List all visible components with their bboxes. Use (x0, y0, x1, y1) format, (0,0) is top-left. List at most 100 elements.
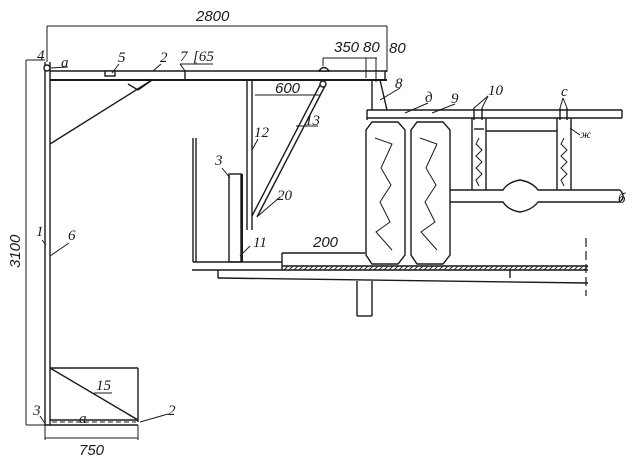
hatch-line (453, 265, 459, 271)
hatch-line (348, 265, 354, 271)
label-12: 12 (254, 125, 270, 141)
hatch-line (458, 265, 464, 271)
hatch-line (448, 265, 454, 271)
hatch-line (293, 265, 299, 271)
brace-13 (251, 80, 327, 218)
hatch-line (553, 265, 559, 271)
label-3-left: 3 (32, 403, 41, 419)
hatch-line (548, 265, 554, 271)
hatch-line (463, 265, 469, 271)
label-9: 9 (451, 91, 459, 107)
upper-rail (366, 79, 623, 120)
hatch-line (483, 265, 489, 271)
hatch-line (438, 265, 444, 271)
label-6: 6 (68, 228, 76, 244)
hatch-line (468, 265, 474, 271)
label-7: 7 (180, 49, 189, 65)
dimension-2800: 2800 (46, 8, 388, 72)
hatch-line (283, 265, 289, 271)
hatch-line (413, 265, 419, 271)
hatch-line (433, 265, 439, 271)
label-b: б (618, 191, 626, 207)
hatch-line (508, 265, 514, 271)
top-hinge (317, 66, 331, 72)
hatch-line (398, 265, 404, 271)
hatch-line (388, 265, 394, 271)
label-2-bottom: 2 (168, 403, 176, 419)
label-c: с (561, 84, 568, 100)
hatch-line (363, 265, 369, 271)
label-11: 11 (253, 235, 267, 251)
dimension-750: 750 (44, 425, 139, 459)
hatch-line (528, 265, 534, 271)
top-beam (50, 66, 387, 81)
hatch-line (378, 265, 384, 271)
dimension-80a-label: 80 (363, 39, 380, 56)
hatch-line (303, 265, 309, 271)
hinge-pin (43, 64, 51, 72)
hatch-line (578, 265, 584, 271)
hatch-line (503, 265, 509, 271)
label-1: 1 (36, 224, 44, 240)
label-10: 10 (488, 83, 504, 99)
dimension-200-label: 200 (312, 234, 339, 251)
hatch-line (428, 265, 434, 271)
label-8: 8 (395, 76, 403, 92)
hatch-line (353, 265, 359, 271)
hatch-line (288, 265, 294, 271)
hatch-line (358, 265, 364, 271)
label-20: 20 (277, 188, 293, 204)
hatch-line (523, 265, 529, 271)
dimension-600-label: 600 (275, 80, 301, 97)
bottom-frame (45, 367, 139, 426)
label-13: 13 (305, 113, 320, 129)
hatch-line (518, 265, 524, 271)
hatch-line (423, 265, 429, 271)
diagonal-strut (49, 79, 153, 145)
label-channel-65: [65 (193, 49, 214, 65)
hatch-line (473, 265, 479, 271)
bracket-5 (104, 70, 116, 77)
hatch-line (538, 265, 544, 271)
hatch-line (323, 265, 329, 271)
floor-hatching (283, 265, 589, 271)
label-3-mid: 3 (214, 153, 223, 169)
spring-hanger-left (471, 118, 487, 190)
label-d: д (425, 90, 433, 106)
hatch-line (478, 265, 484, 271)
spring-hanger-right (486, 118, 572, 190)
hatch-line (403, 265, 409, 271)
label-a-top: а (61, 55, 69, 71)
panel-3 (192, 138, 243, 263)
hatch-line (493, 265, 499, 271)
barrel-right (410, 121, 451, 265)
hatch-line (368, 265, 374, 271)
dimension-750-label: 750 (79, 442, 105, 459)
hatch-line (298, 265, 304, 271)
hatch-line (408, 265, 414, 271)
label-2-top: 2 (160, 50, 168, 66)
hatch-line (568, 265, 574, 271)
hatch-line (488, 265, 494, 271)
hatch-line (573, 265, 579, 271)
dimension-350-label: 350 (334, 39, 360, 56)
hatch-line (308, 265, 314, 271)
hatch-line (373, 265, 379, 271)
hanger-12: 600 (246, 80, 320, 230)
hatch-line (418, 265, 424, 271)
hatch-line (543, 265, 549, 271)
label-zh: ж (580, 127, 591, 141)
axle-pipe (450, 179, 624, 213)
label-a-bottom: а (79, 411, 87, 427)
hatch-line (383, 265, 389, 271)
dimension-2800-label: 2800 (195, 8, 230, 25)
brace-pin (319, 80, 327, 88)
hatch-line (498, 265, 504, 271)
dimension-350-80-80: 350 80 80 (322, 39, 406, 82)
label-4: 4 (37, 48, 45, 64)
hatch-line (443, 265, 449, 271)
hatch-line (318, 265, 324, 271)
floor-slab (192, 252, 589, 317)
hatch-line (393, 265, 399, 271)
